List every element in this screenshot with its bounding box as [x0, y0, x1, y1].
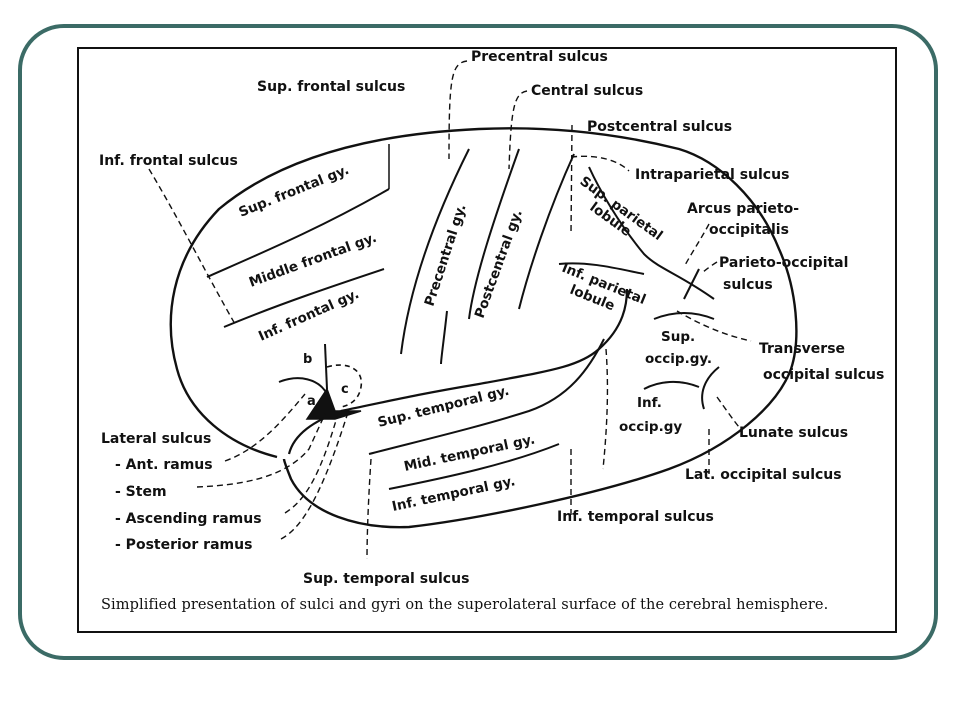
lat-occipital-sulcus	[643, 381, 700, 390]
label-inf-frontal-sulcus: Inf. frontal sulcus	[99, 153, 238, 169]
lateral-sulcus-wedge	[305, 387, 362, 420]
inf-parietal-boundary	[558, 262, 645, 275]
label-parieto-occipital-1: Parieto-occipital	[719, 255, 848, 271]
sup-temporal-sulcus	[368, 338, 605, 455]
label-sup-frontal-gyrus: Sup. frontal gy.	[237, 162, 352, 221]
label-precentral-sulcus: Precentral sulcus	[471, 49, 608, 65]
parieto-occipital-sulcus	[683, 268, 700, 300]
inf-frontal-sulcus	[223, 268, 385, 328]
diagram-box: Precentral sulcus Sup. frontal sulcus Ce…	[77, 47, 897, 633]
label-postcentral-gyrus: Postcentral gy.	[472, 207, 526, 320]
label-intraparietal-sulcus: Intraparietal sulcus	[635, 167, 789, 183]
label-inf-temporal-gyrus: Inf. temporal gy.	[391, 473, 517, 515]
temporal-upper-border	[340, 288, 629, 413]
label-transverse-occipital-1: Transverse	[759, 341, 845, 357]
label-precentral-gyrus: Precentral gy.	[422, 202, 470, 308]
label-lat-occipital-sulcus: Lat. occipital sulcus	[685, 467, 842, 483]
central-sulcus	[468, 148, 520, 320]
label-stem: - Stem	[115, 484, 167, 500]
label-posterior-ramus: - Posterior ramus	[115, 537, 252, 553]
ant-ramus-arc	[278, 377, 328, 395]
label-lunate-sulcus: Lunate sulcus	[739, 425, 848, 441]
marker-a: a	[307, 394, 316, 409]
brain-outline	[169, 127, 798, 529]
label-inf-occip-1: Inf.	[637, 395, 662, 411]
sup-frontal-sulcus	[206, 188, 390, 278]
inf-temporal-sulcus	[388, 443, 560, 490]
label-sup-frontal-sulcus: Sup. frontal sulcus	[257, 79, 405, 95]
label-parieto-occipital-2: sulcus	[723, 277, 773, 293]
label-ascending-ramus: - Ascending ramus	[115, 511, 262, 527]
label-postcentral-sulcus: Postcentral sulcus	[587, 119, 732, 135]
label-inf-temporal-sulcus: Inf. temporal sulcus	[557, 509, 714, 525]
precentral-gyrus-lower	[440, 310, 448, 365]
lunate-sulcus	[701, 366, 720, 410]
label-sup-temporal-sulcus: Sup. temporal sulcus	[303, 571, 469, 587]
transverse-occipital-sulcus	[653, 312, 715, 320]
label-mid-temporal-gyrus: Mid. temporal gy.	[403, 431, 537, 474]
label-sup-occip-2: occip.gy.	[645, 351, 712, 367]
marker-c: c	[341, 382, 349, 397]
ascending-ramus-line	[324, 343, 328, 390]
label-lateral-sulcus: Lateral sulcus	[101, 431, 211, 447]
label-central-sulcus: Central sulcus	[531, 83, 643, 99]
label-ant-ramus: - Ant. ramus	[115, 457, 213, 473]
diagram-caption: Simplified presentation of sulci and gyr…	[101, 597, 829, 613]
label-arcus-1: Arcus parieto-	[687, 201, 799, 217]
label-inf-occip-2: occip.gy	[619, 419, 682, 435]
label-sup-occip-1: Sup.	[661, 329, 695, 345]
region-c-dashed	[326, 364, 363, 408]
leader-lines	[148, 60, 752, 560]
precentral-sulcus	[400, 148, 470, 355]
postcentral-sulcus	[518, 153, 575, 310]
intraparietal-sulcus	[588, 166, 715, 300]
label-arcus-2: occipitalis	[709, 222, 789, 238]
label-middle-frontal-gyrus: Middle frontal gy.	[247, 230, 379, 291]
label-transverse-occipital-2: occipital sulcus	[763, 367, 884, 383]
brain-diagram: Precentral sulcus Sup. frontal sulcus Ce…	[99, 49, 884, 587]
marker-b: b	[303, 352, 312, 367]
